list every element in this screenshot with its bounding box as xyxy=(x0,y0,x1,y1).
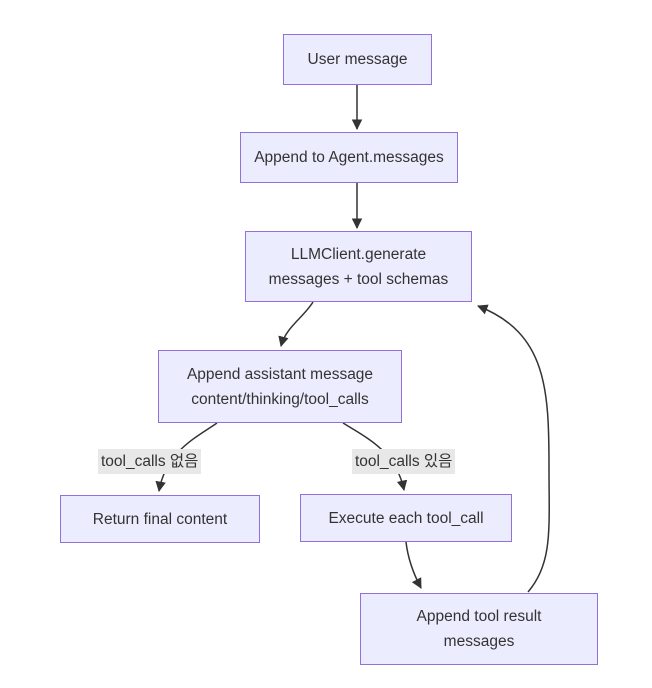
node-execute-each-tool-call: Execute each tool_call xyxy=(300,494,512,542)
edge-append-result-loop-to-llm xyxy=(477,304,550,593)
edge-label-has-tool-calls: tool_calls 있음 xyxy=(352,449,456,474)
node-append-tool-result-messages: Append tool result messages xyxy=(360,593,598,665)
node-return-final-content-label: Return final content xyxy=(92,510,228,528)
node-return-final-content: Return final content xyxy=(60,495,260,543)
node-append-tool-result-messages-label-line1: Append tool result xyxy=(416,608,542,625)
node-append-assistant-message-label-line2: content/thinking/tool_calls xyxy=(191,390,369,408)
edge-assistant-to-execute-tool xyxy=(342,422,408,492)
edge-execute-to-append-result xyxy=(405,541,422,589)
node-append-assistant-message-label-line1: Append assistant message xyxy=(186,365,374,383)
node-execute-each-tool-call-label: Execute each tool_call xyxy=(328,509,484,527)
node-append-agent-messages-label: Append to Agent.messages xyxy=(254,149,444,166)
node-user-message: User message xyxy=(283,34,432,85)
node-append-agent-messages: Append to Agent.messages xyxy=(240,132,458,183)
edge-label-no-tool-calls: tool_calls 없음 xyxy=(98,449,202,474)
edge-assistant-to-return-final xyxy=(155,422,218,493)
node-llmclient-generate-label-line2: messages + tool schemas xyxy=(268,270,449,288)
node-user-message-label: User message xyxy=(307,51,408,68)
node-append-tool-result-messages-label-line2: messages xyxy=(443,633,515,650)
node-llmclient-generate-label-line1: LLMClient.generate xyxy=(290,245,427,263)
node-append-assistant-message: Append assistant message content/thinkin… xyxy=(158,350,402,423)
edge-llm-to-append-assistant xyxy=(278,301,314,348)
node-llmclient-generate: LLMClient.generate messages + tool schem… xyxy=(245,231,472,302)
